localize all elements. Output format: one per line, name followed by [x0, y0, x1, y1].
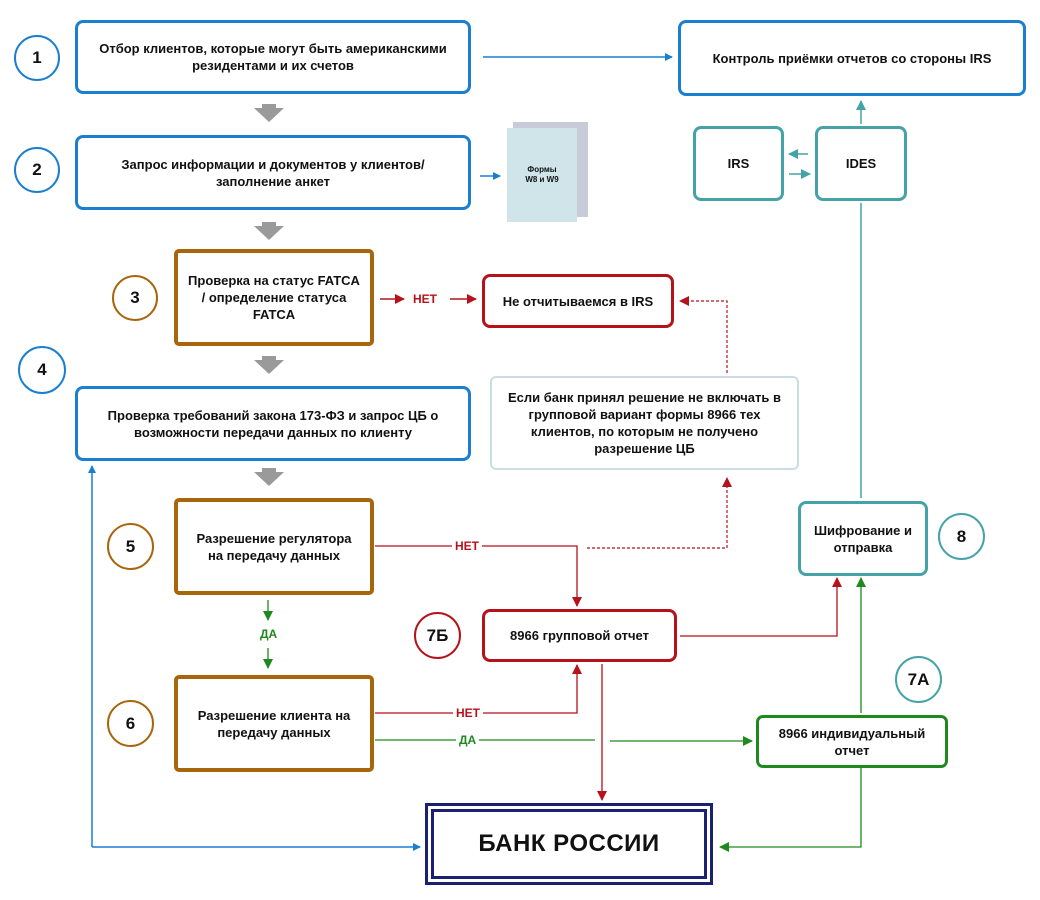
step-5-text: Разрешение регулятора на передачу данных — [196, 530, 352, 563]
no-report-box: Не отчитываемся в IRS — [482, 274, 674, 328]
step-number-5: 5 — [107, 523, 154, 570]
step-8-text: Шифрование и отправка — [813, 522, 913, 555]
step-1-text: Отбор клиентов, которые могут быть амери… — [99, 41, 447, 73]
arrow-7a-to-bank — [719, 766, 862, 852]
irs-control-box: Контроль приёмки отчетов со стороны IRS — [678, 20, 1026, 96]
step-1-box: Отбор клиентов, которые могут быть амери… — [75, 20, 471, 94]
forms-document-icon: Формы W8 и W9 — [507, 128, 577, 222]
step-8-box: Шифрование и отправка — [798, 501, 928, 576]
label-no-step3: НЕТ — [410, 292, 440, 306]
step-number-1: 1 — [14, 35, 60, 81]
step-number-2: 2 — [14, 147, 60, 193]
step-number-8: 8 — [938, 513, 985, 560]
step-7a-text: 8966 индивидуальный отчет — [778, 725, 926, 758]
bank-of-russia-text: БАНК РОССИИ — [478, 830, 660, 857]
step-4-box: Проверка требований закона 173-ФЗ и запр… — [75, 386, 471, 461]
step-number-3: 3 — [112, 275, 158, 321]
step-7b-box: 8966 групповой отчет — [482, 609, 677, 662]
arrow-7b-to-8 — [680, 577, 842, 637]
step-2-text: Запрос информации и документов у клиенто… — [121, 156, 425, 189]
label-no-step6: НЕТ — [453, 706, 483, 720]
irs-box: IRS — [693, 126, 784, 201]
gray-down-arrow-3-4 — [254, 356, 284, 374]
dashed-5-to-note — [587, 477, 732, 549]
step-3-text: Проверка на статус FATCA / определение с… — [188, 273, 360, 322]
step-number-6: 6 — [107, 700, 154, 747]
step-2-box: Запрос информации и документов у клиенто… — [75, 135, 471, 210]
label-no-step5: НЕТ — [452, 539, 482, 553]
arrow-5-no-to-7b — [375, 545, 582, 607]
forms-document-text: Формы W8 и W9 — [525, 165, 559, 184]
step-number-4: 4 — [18, 346, 66, 394]
label-yes-step6: ДА — [456, 733, 480, 747]
dashed-note-to-no-report — [679, 296, 728, 373]
note-text: Если банк принял решение не включать в г… — [508, 390, 781, 456]
bank-of-russia-box: БАНК РОССИИ — [425, 803, 713, 885]
note-box: Если банк принял решение не включать в г… — [490, 376, 799, 470]
no-report-text: Не отчитываемся в IRS — [502, 293, 654, 309]
label-yes-step5: ДА — [257, 627, 281, 641]
step-number-7a: 7А — [895, 656, 942, 703]
irs-text: IRS — [727, 156, 750, 171]
ides-box: IDES — [815, 126, 907, 201]
ides-text: IDES — [845, 156, 877, 171]
step-7b-text: 8966 групповой отчет — [510, 628, 649, 643]
gray-down-arrow-2-3 — [254, 222, 284, 240]
arrow-6-no-to-7b — [375, 664, 582, 714]
step-number-7b: 7Б — [414, 612, 461, 659]
step-7a-box: 8966 индивидуальный отчет — [756, 715, 948, 768]
step-5-box: Разрешение регулятора на передачу данных — [174, 498, 374, 595]
step-6-box: Разрешение клиента на передачу данных — [174, 675, 374, 772]
step-3-box: Проверка на статус FATCA / определение с… — [174, 249, 374, 346]
step-4-text: Проверка требований закона 173-ФЗ и запр… — [107, 407, 439, 440]
gray-down-arrow-1-2 — [254, 104, 284, 122]
step-6-text: Разрешение клиента на передачу данных — [197, 707, 351, 740]
irs-control-text: Контроль приёмки отчетов со стороны IRS — [712, 50, 992, 66]
gray-down-arrow-4-5 — [254, 468, 284, 486]
